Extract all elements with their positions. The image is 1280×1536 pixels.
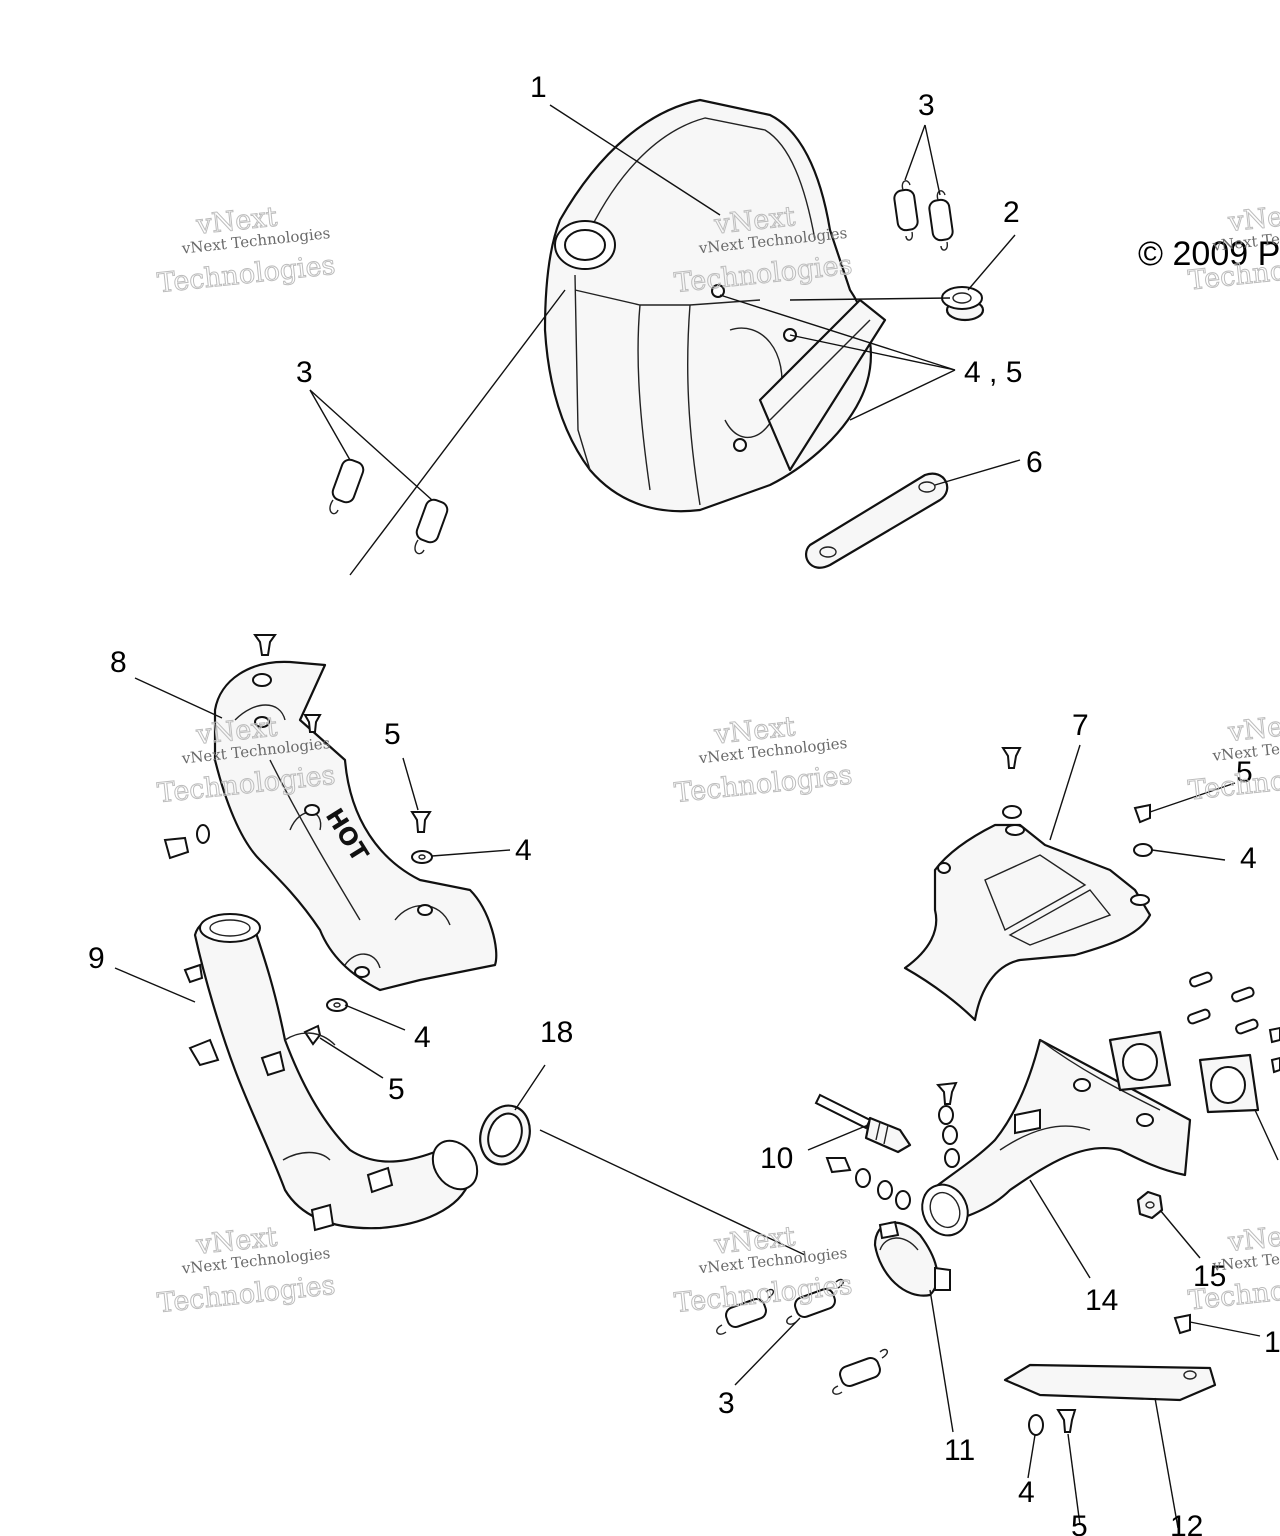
callout-11: 11 <box>944 1434 975 1467</box>
callout-8: 8 <box>110 646 127 679</box>
header-pipe-part-9 <box>183 913 479 1232</box>
callout-18: 18 <box>540 1016 573 1049</box>
watermark-5: vNext vNext Technologies Technologies <box>155 1221 337 1320</box>
callout-9: 9 <box>88 942 105 975</box>
callout-numbers: 1 3 2 3 4 , 5 6 8 5 4 9 18 4 5 7 5 4 10 … <box>88 71 1280 1536</box>
callout-14: 14 <box>1085 1284 1118 1317</box>
heat-shield-part-7 <box>903 747 1153 1022</box>
callout-1-right: 1 <box>1264 1326 1280 1359</box>
callout-15: 15 <box>1193 1260 1226 1293</box>
bracket-part-6 <box>805 472 949 569</box>
svg-text:Technologies: Technologies <box>1187 757 1280 807</box>
callout-5-pipe: 5 <box>388 1073 405 1106</box>
grommet-part-2 <box>941 286 985 322</box>
watermark-8: vNext vNext Technologies Technologies <box>1186 708 1280 807</box>
spring-set-bottom-part-3 <box>716 1278 889 1395</box>
callout-2: 2 <box>1003 196 1020 229</box>
callout-3-bottom: 3 <box>718 1387 735 1420</box>
callout-5-right: 5 <box>1236 756 1253 789</box>
copyright-text: © 2009 P <box>1138 235 1280 273</box>
o2-sensor-part-10 <box>814 1093 912 1154</box>
callout-3-left: 3 <box>296 356 313 389</box>
callout-7: 7 <box>1072 709 1089 742</box>
watermark-4: vNext vNext Technologies Technologies <box>672 711 854 810</box>
washer-stack <box>825 1081 960 1210</box>
manifold-studs <box>1187 971 1259 1035</box>
leader-lines <box>114 104 1279 1529</box>
gasket-ring-part-18 <box>479 1104 531 1166</box>
callout-3-top: 3 <box>918 89 935 122</box>
nut-part-15 <box>1136 1190 1164 1220</box>
callout-4-shield: 4 <box>515 834 532 867</box>
spring-pair-left-part-3 <box>329 458 449 555</box>
callout-4-bottom: 4 <box>1018 1476 1035 1509</box>
bottom-hardware <box>1028 1409 1077 1436</box>
callout-12: 12 <box>1170 1510 1203 1536</box>
callout-4-right: 4 <box>1240 842 1257 875</box>
muffler-part-1 <box>543 98 887 513</box>
manifold-gaskets <box>1108 1030 1260 1114</box>
clamp-part-11 <box>873 1220 951 1297</box>
heat-shield-part-8: HOT <box>213 660 498 992</box>
spring-pair-top-part-3 <box>893 180 954 251</box>
right-edge-pieces <box>1268 1026 1280 1074</box>
bracket-part-12 <box>1003 1313 1217 1402</box>
callout-4-5-top: 4 , 5 <box>964 356 1022 389</box>
shield-hardware <box>163 634 433 1046</box>
callout-10: 10 <box>760 1142 793 1175</box>
callout-5-bottom: 5 <box>1071 1510 1088 1536</box>
callout-4-pipe: 4 <box>414 1021 431 1054</box>
callout-1: 1 <box>530 71 547 104</box>
callout-6: 6 <box>1026 446 1043 479</box>
watermark-1: vNext vNext Technologies Technologies <box>155 201 337 300</box>
callout-5-shield: 5 <box>384 718 401 751</box>
